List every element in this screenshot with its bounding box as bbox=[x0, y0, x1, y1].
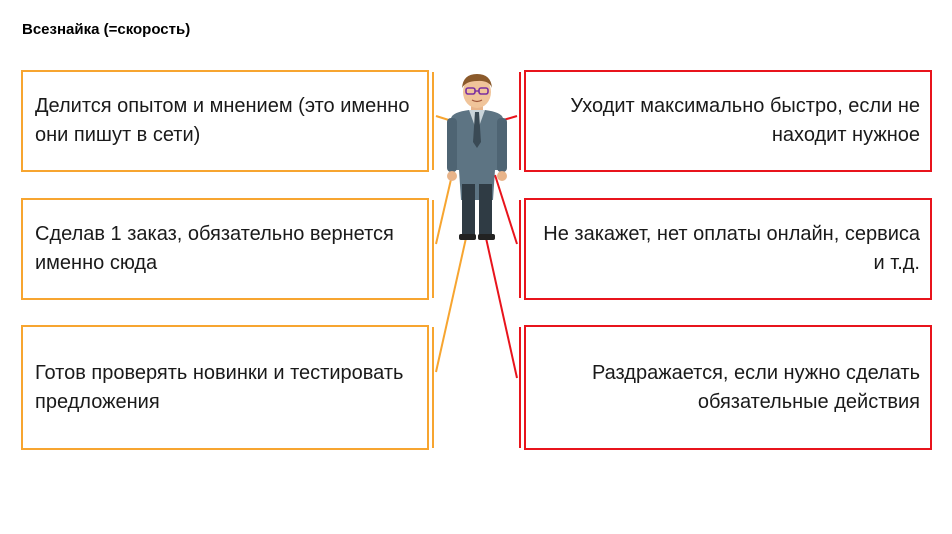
positive-trait-text-2: Сделав 1 заказ, обязательно вернется име… bbox=[35, 223, 394, 274]
positive-trait-text-3: Готов проверять новинки и тестировать пр… bbox=[35, 361, 404, 413]
positive-trait-box-1: Делится опытом и мнением (это именно они… bbox=[21, 70, 434, 172]
negative-trait-text-2: Не закажет, нет оплаты онлайн, сервиса и… bbox=[543, 223, 920, 274]
positive-trait-box-3: Готов проверять новинки и тестировать пр… bbox=[21, 325, 434, 450]
negative-trait-box-1: Уходит максимально быстро, если не наход… bbox=[519, 70, 932, 172]
negative-trait-text-3: Раздражается, если нужно сделать обязате… bbox=[591, 361, 920, 413]
positive-trait-box-2: Сделав 1 заказ, обязательно вернется име… bbox=[21, 198, 434, 300]
connector-right-2 bbox=[494, 174, 518, 245]
connector-left-2 bbox=[435, 174, 453, 245]
connector-right-3 bbox=[485, 237, 518, 379]
positive-trait-text-1: Делится опытом и мнением (это именно они… bbox=[35, 95, 410, 146]
negative-trait-box-3: Раздражается, если нужно сделать обязате… bbox=[519, 325, 932, 450]
negative-trait-text-1: Уходит максимально быстро, если не наход… bbox=[570, 95, 920, 146]
diagram-title: Всезнайка (=скорость) bbox=[22, 21, 191, 38]
negative-trait-box-2: Не закажет, нет оплаты онлайн, сервиса и… bbox=[519, 198, 932, 300]
person-icon bbox=[447, 74, 507, 240]
connector-left-3 bbox=[435, 237, 467, 373]
